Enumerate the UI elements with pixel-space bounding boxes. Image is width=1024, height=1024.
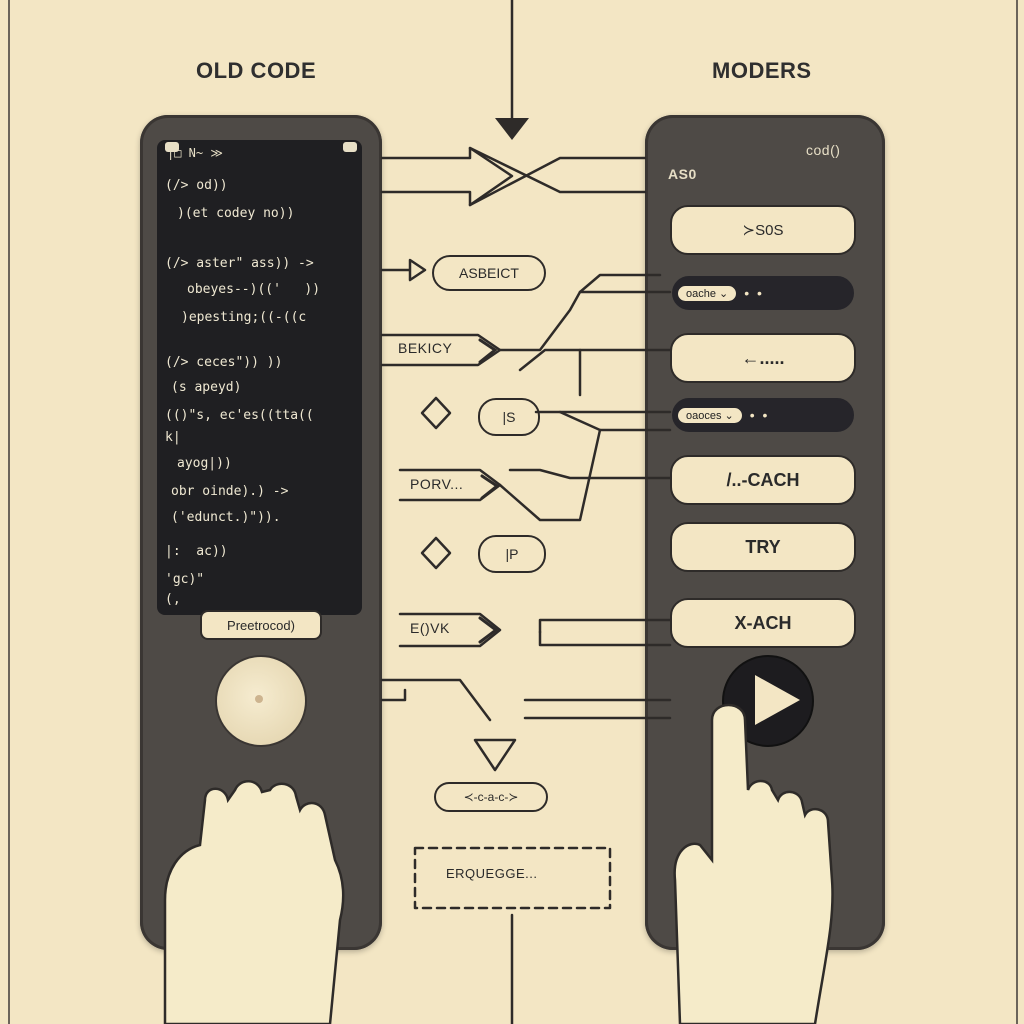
s-node-label[interactable]: |S (478, 398, 540, 436)
cache-arrow-label[interactable]: ≺-c-a-c-≻ (434, 782, 548, 812)
code-screen: |□ N~ ≫ (/> od)) )(et codey no)) (/> ast… (157, 140, 362, 615)
code-line: )(et codey no)) (177, 206, 295, 221)
wire-cach (498, 428, 602, 522)
cache-dropdown[interactable]: oache ⌄ • • (672, 276, 854, 310)
diamond-icon (420, 536, 452, 570)
code-line: (s apeyd) (171, 380, 242, 395)
code-line: )epesting;((-((c (181, 310, 307, 325)
bekicy-label: BEKICY (398, 340, 453, 356)
cross-arrow-left (380, 146, 514, 207)
moders-heading: MODERS (712, 58, 812, 83)
code-line: (()"s, ec'es((tta(( (165, 408, 314, 423)
preetrocod-button[interactable]: Preetrocod) (200, 610, 322, 640)
cache-dropdown-dots: • • (744, 285, 764, 301)
erquegge-label: ERQUEGGE... (446, 866, 538, 881)
code-line: |: ac)) (165, 544, 228, 559)
process-dropdown-dots: • • (749, 407, 770, 423)
top-pointer-arrow-icon (495, 118, 529, 140)
arrow-button[interactable]: ←..... (670, 333, 856, 383)
code-line: (/> od)) (165, 178, 228, 193)
right-device-top-right-label: cod() (806, 142, 841, 158)
cross-line-top (468, 156, 647, 207)
process-dropdown[interactable]: oaoces ⌄ • • (672, 398, 854, 432)
code-line: 'gc)" (165, 572, 205, 587)
cach-button[interactable]: /..-CACH (670, 455, 856, 505)
process-dropdown-value: oaoces ⌄ (678, 407, 742, 423)
code-line: obr oinde).) -> (171, 484, 289, 499)
chevron-right-icon (480, 474, 500, 500)
code-line: (/> aster" ass)) -> (165, 256, 314, 271)
screen-status-bar: |□ N~ ≫ (167, 146, 223, 160)
porv-label: PORV... (410, 476, 464, 492)
code-line: (, (165, 592, 181, 607)
cache-dropdown-value: oache ⌄ (678, 285, 737, 301)
asbeict-arrow (380, 258, 427, 282)
chevron-right-icon (478, 616, 499, 644)
asbeict-label[interactable]: ASBEICT (432, 255, 546, 291)
code-line: (/> ceces")) )) (165, 355, 283, 370)
code-line: ('edunct.)")). (171, 510, 281, 525)
play-button[interactable] (722, 655, 814, 747)
code-line: obeyes--)((' )) (187, 282, 321, 297)
code-line: ayog|)) (177, 456, 232, 471)
right-border-line (1016, 0, 1018, 1024)
chevron-right-icon (478, 338, 498, 364)
try-button[interactable]: TRY (670, 522, 856, 572)
old-code-heading: OLD CODE (196, 58, 317, 83)
x-ach-button[interactable]: X-ACH (670, 598, 856, 648)
diamond-icon (420, 396, 452, 430)
right-device-top-left-label: AS0 (668, 166, 697, 182)
knob-button[interactable] (215, 655, 307, 747)
code-line: k| (165, 430, 181, 445)
down-arrow-head (473, 738, 517, 772)
flow-down (380, 678, 492, 722)
cross-line-bottom (468, 146, 647, 194)
evk-label: E()VK (410, 620, 450, 636)
p-node-label[interactable]: |P (478, 535, 546, 573)
sos-button[interactable]: ≻S0S (670, 205, 856, 255)
left-border-line (8, 0, 10, 1024)
